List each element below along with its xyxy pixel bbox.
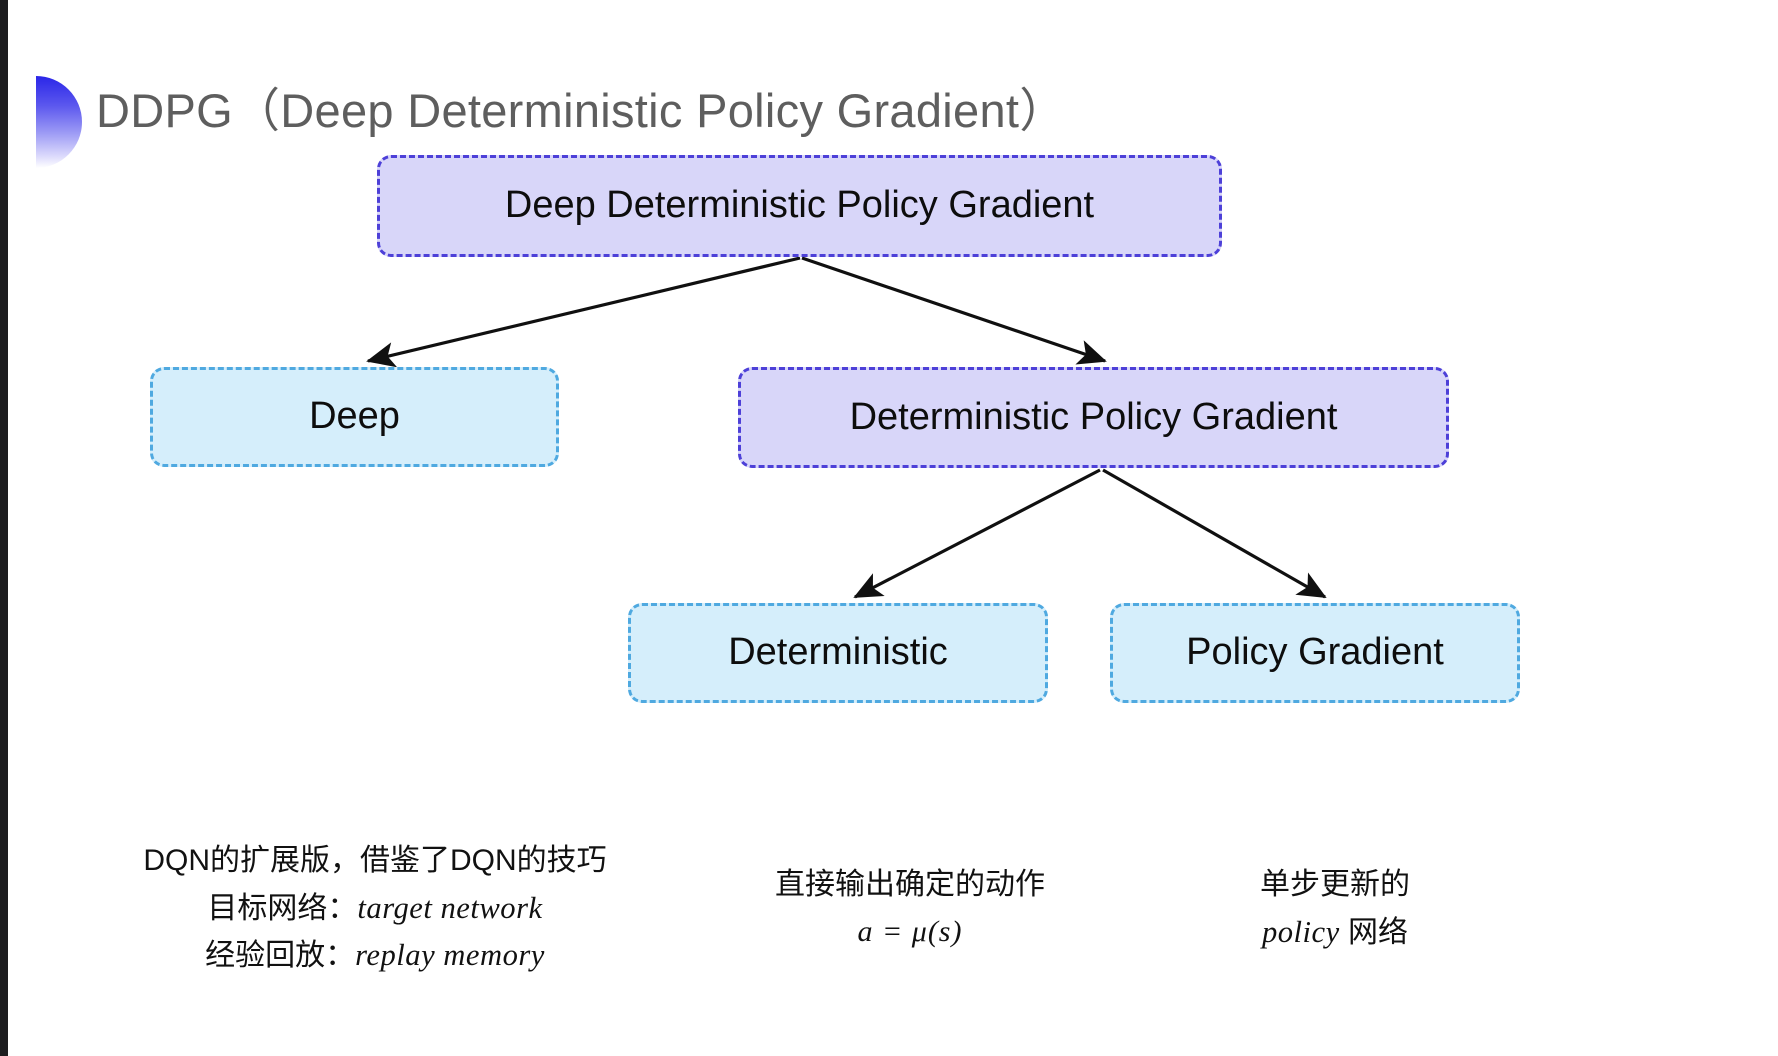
caption-deep-line-3-term: replay memory: [355, 938, 545, 972]
node-deterministic[interactable]: Deterministic: [628, 603, 1048, 703]
node-label: Policy Gradient: [1186, 631, 1444, 674]
half-circle-bullet-icon: [36, 76, 82, 168]
node-label: Deep: [309, 395, 400, 438]
caption-policy-gradient: 单步更新的 policy 网络: [1160, 862, 1510, 956]
edge-root-to-deep: [366, 256, 801, 368]
caption-deep: DQN的扩展版，借鉴了DQN的技巧 目标网络：target network 经验…: [95, 838, 655, 980]
slide-left-edge-strip: [0, 0, 8, 1056]
caption-deterministic-line-1: 直接输出确定的动作: [775, 868, 1045, 901]
edge-dpg-to-deterministic: [853, 468, 1101, 599]
caption-deterministic-formula: a = μ(s): [857, 914, 963, 948]
caption-deep-line-2: 目标网络：target network: [95, 885, 655, 933]
caption-deep-line-1: DQN的扩展版，借鉴了DQN的技巧: [143, 844, 607, 877]
node-deterministic-policy-gradient[interactable]: Deterministic Policy Gradient: [738, 367, 1449, 468]
node-deep-deterministic-policy-gradient[interactable]: Deep Deterministic Policy Gradient: [377, 155, 1222, 257]
caption-deterministic: 直接输出确定的动作 a = μ(s): [700, 862, 1120, 955]
node-policy-gradient[interactable]: Policy Gradient: [1110, 603, 1520, 703]
edge-dpg-to-policy-gradient: [1102, 468, 1327, 599]
caption-deep-line-2-term: target network: [357, 890, 543, 925]
page-title: DDPG（Deep Deterministic Policy Gradient）: [96, 84, 1067, 137]
node-label: Deep Deterministic Policy Gradient: [504, 184, 1095, 227]
node-label: Deterministic Policy Gradient: [849, 395, 1338, 438]
caption-deep-line-3-label: 经验回放：: [205, 939, 356, 972]
caption-policy-gradient-line-2: policy 网络: [1160, 909, 1510, 957]
caption-policy-gradient-suffix: 网络: [1339, 915, 1409, 949]
caption-deep-line-3: 经验回放：replay memory: [95, 932, 655, 980]
caption-policy-gradient-line-1: 单步更新的: [1260, 868, 1410, 901]
node-deep[interactable]: Deep: [150, 367, 559, 467]
caption-policy-gradient-term: policy: [1261, 914, 1340, 949]
caption-deep-line-2-label: 目标网络：: [207, 891, 358, 925]
node-label: Deterministic: [728, 631, 948, 674]
edge-root-to-dpg: [801, 256, 1107, 365]
